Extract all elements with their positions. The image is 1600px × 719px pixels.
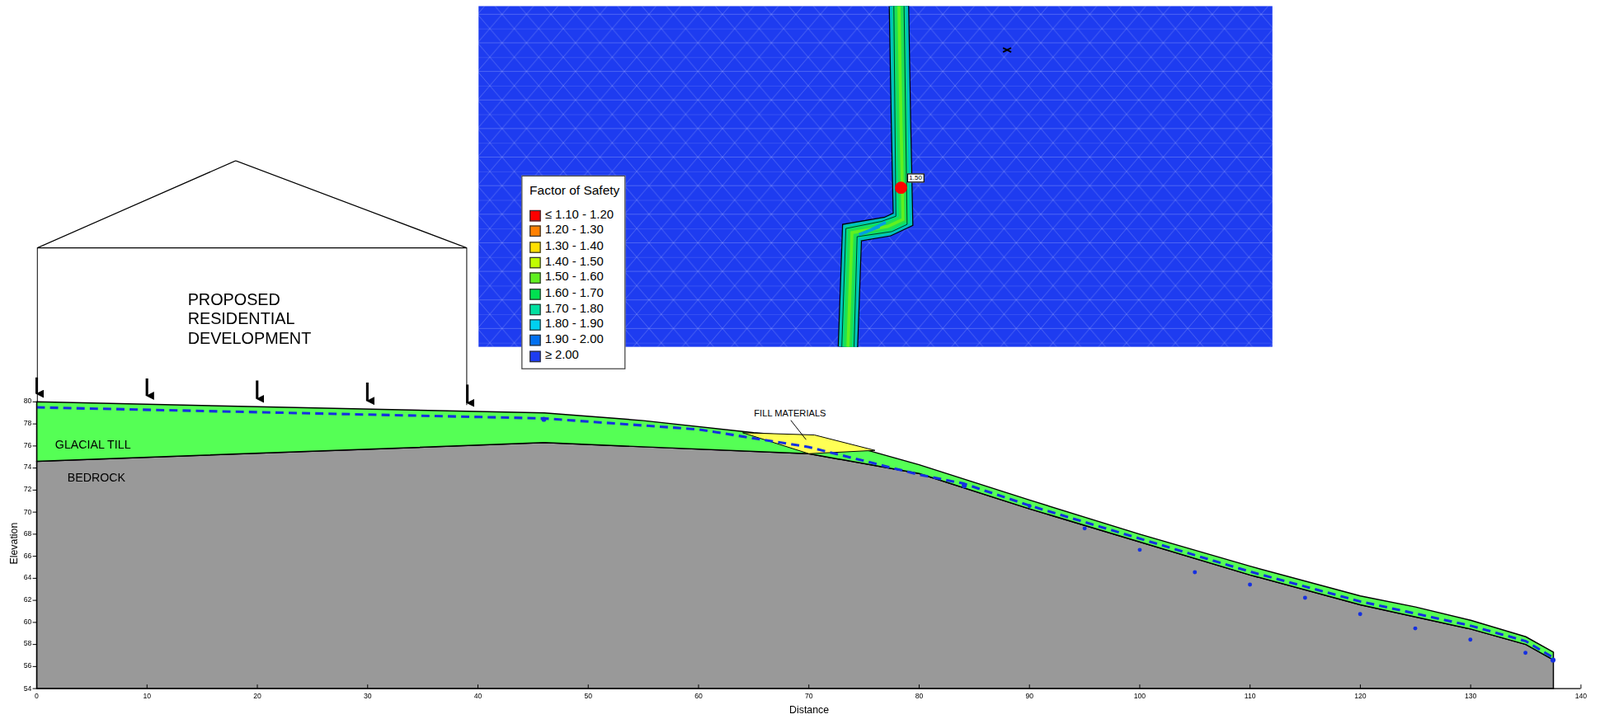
axis-tick-label: 80 <box>23 397 33 406</box>
legend-title: Factor of Safety <box>529 183 620 199</box>
axis-title: Elevation <box>8 522 20 565</box>
legend-text: ≥ 2.00 <box>545 348 579 363</box>
legend-text: ≤ 1.10 - 1.20 <box>545 207 614 222</box>
axis-tick-label: 40 <box>474 692 483 702</box>
axis-title: Distance <box>789 704 829 716</box>
axis-tick-label: 110 <box>1244 692 1257 702</box>
axis-tick-label: 56 <box>23 662 33 671</box>
axis-tick-label: 76 <box>23 441 33 450</box>
axis-tick-label: 100 <box>1134 692 1146 702</box>
axis-tick-label: 90 <box>1025 692 1034 702</box>
rock-layer: BEDROCK <box>65 470 147 487</box>
legend-text: 1.70 - 1.80 <box>545 301 604 316</box>
axis-tick-label: 64 <box>23 574 33 583</box>
legend-text: 1.30 - 1.40 <box>545 239 604 254</box>
soil-layer: GLACIAL TILL <box>52 437 145 455</box>
legend-text: 1.20 - 1.30 <box>545 223 604 238</box>
axis-tick-label: 60 <box>694 692 703 702</box>
development-label: PROPOSED RESIDENTIAL DEVELOPMENT <box>188 289 342 349</box>
axis-tick-label: 50 <box>583 692 593 702</box>
building-outline: PROPOSED RESIDENTIAL DEVELOPMENT <box>37 160 468 405</box>
safety-factor-value: 1.50 <box>907 173 925 183</box>
axis-tick-label: 70 <box>804 692 814 702</box>
legend-swatch <box>529 350 542 363</box>
axis-tick-label: 130 <box>1464 692 1477 702</box>
axis-tick-label: 72 <box>23 485 33 495</box>
legend-swatch <box>529 288 542 301</box>
legend-swatch <box>529 257 542 269</box>
legend-swatch <box>529 303 542 316</box>
axis-tick-label: 60 <box>23 617 33 626</box>
callout-label: FILL MATERIALS <box>752 408 828 419</box>
axis-tick-label: 68 <box>23 529 33 538</box>
axis-tick-label: 80 <box>915 692 924 702</box>
legend-text: 1.60 - 1.70 <box>545 286 604 301</box>
axis-tick-label: 0 <box>34 692 39 702</box>
legend-swatch <box>529 272 542 285</box>
legend-box: Factor of Safety ≤ 1.10 - 1.201.20 - 1.30… <box>521 175 626 370</box>
axis-tick-label: 70 <box>23 508 33 517</box>
axis-tick-label: 10 <box>142 692 151 702</box>
axis-tick-label: 58 <box>23 640 33 649</box>
legend-text: 1.80 - 1.90 <box>545 317 604 332</box>
legend-text: 1.40 - 1.50 <box>545 254 604 269</box>
legend-text: 1.50 - 1.60 <box>545 270 604 285</box>
legend-text: 1.90 - 2.00 <box>545 333 604 348</box>
legend-swatch <box>529 210 542 222</box>
axis-tick-label: 74 <box>23 463 33 472</box>
layer-label: GLACIAL TILL <box>55 438 132 452</box>
legend-swatch <box>529 241 542 254</box>
layer-label: BEDROCK <box>67 471 126 485</box>
house-outline <box>37 160 468 405</box>
legend-swatch <box>529 319 542 331</box>
axis-tick-label: 140 <box>1575 692 1587 702</box>
axis-tick-label: 20 <box>253 692 262 702</box>
legend-swatch <box>529 225 542 238</box>
axis-tick-label: 30 <box>363 692 372 702</box>
axis-tick-label: 120 <box>1354 692 1366 702</box>
axis-tick-label: 62 <box>23 596 33 605</box>
legend-swatch <box>529 334 542 347</box>
axis-tick-label: 78 <box>23 419 33 429</box>
axis-tick-label: 66 <box>23 551 33 560</box>
axis-tick-label: 54 <box>23 684 33 693</box>
